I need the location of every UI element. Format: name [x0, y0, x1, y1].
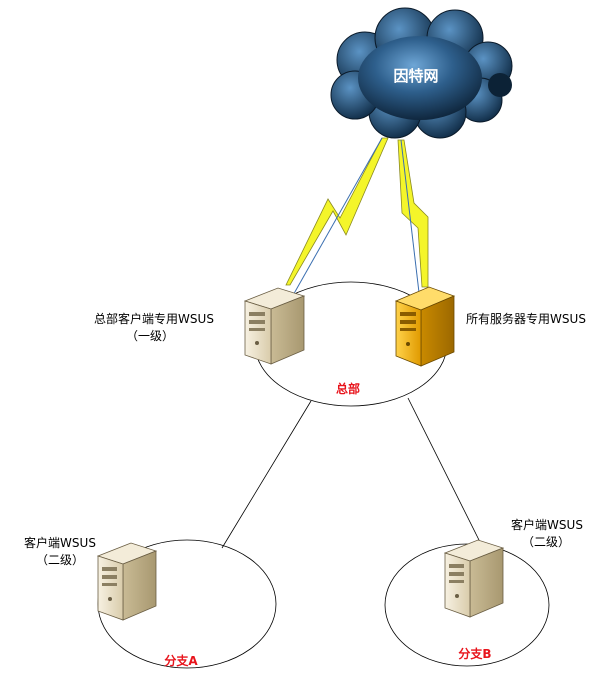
branch-b-server	[443, 539, 505, 618]
server-icon	[96, 542, 158, 621]
hq-client-server-label-line1: 总部客户端专用WSUS	[94, 311, 214, 326]
hq-client-server	[243, 287, 306, 365]
branch-b-server-label-line2: （二级）	[522, 535, 570, 549]
hq-server-server-label: 所有服务器专用WSUS	[466, 311, 586, 326]
cloud-icon	[330, 7, 513, 139]
lightning-icon	[397, 139, 429, 288]
branch-a-server	[96, 542, 158, 621]
server-icon	[243, 287, 306, 365]
lightning-icon	[285, 137, 389, 286]
branch-a-site-label: 分支A	[164, 653, 198, 668]
link-cloud-to-hq-server	[400, 139, 421, 302]
server-icon	[394, 286, 456, 367]
branch-a-server-label-line2: （二级）	[36, 553, 84, 567]
link-hq-to-branch-b	[407, 397, 481, 543]
branch-a-server-label-line1: 客户端WSUS	[24, 535, 96, 550]
branch-b-site-label: 分支B	[458, 646, 491, 661]
hq-server-server	[394, 286, 456, 367]
link-hq-to-branch-a	[221, 400, 312, 549]
server-icon	[443, 539, 505, 618]
cloud-label: 因特网	[393, 67, 438, 85]
headquarters-site-label: 总部	[336, 381, 360, 396]
branch-b-server-label-line1: 客户端WSUS	[511, 517, 583, 532]
link-cloud-to-hq-client	[282, 137, 383, 314]
hq-client-server-label-line2: （一级）	[126, 329, 174, 343]
